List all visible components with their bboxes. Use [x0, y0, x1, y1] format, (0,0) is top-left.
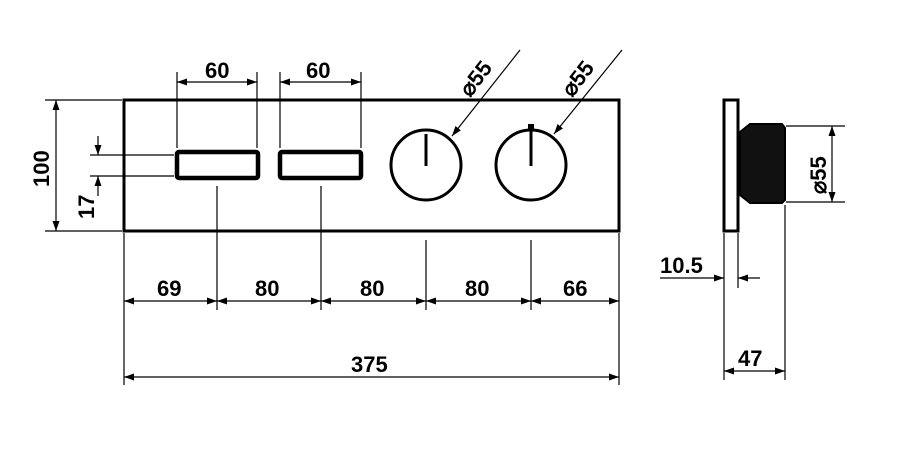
dim-label-overall-width: 375: [351, 352, 388, 377]
dim-label-knob-diameter-1: ⌀55: [454, 56, 497, 101]
dim-overall-depth: 47: [724, 205, 786, 380]
dim-label-spacing-1: 69: [157, 276, 181, 301]
front-view: 60 60 ⌀55 ⌀55 100: [29, 49, 623, 385]
dim-side-knob-diameter: ⌀55: [786, 125, 845, 203]
dim-label-button-height: 17: [74, 195, 99, 219]
side-knob: [739, 123, 786, 204]
dim-button-width-2: 60: [279, 58, 362, 148]
dim-knob-diameter-1: ⌀55: [451, 49, 521, 137]
front-plate: [122, 98, 621, 233]
knob-left: [389, 128, 463, 202]
dim-label-button-width-2: 60: [306, 58, 330, 83]
dim-button-height: 17: [74, 136, 174, 219]
dim-plate-thickness: 10.5: [660, 233, 760, 380]
dim-label-spacing-5: 66: [563, 276, 587, 301]
dim-label-knob-diameter-2: ⌀55: [556, 56, 599, 101]
button-left: [174, 149, 261, 181]
dim-button-width-1: 60: [176, 58, 258, 148]
dim-label-spacing-4: 80: [465, 276, 489, 301]
dim-label-side-knob-diameter: ⌀55: [806, 156, 831, 194]
side-view: ⌀55 10.5 47: [660, 98, 845, 380]
dim-label-spacing-2: 80: [255, 276, 279, 301]
dim-plate-height: 100: [29, 99, 122, 232]
dim-label-button-width-1: 60: [205, 58, 229, 83]
dim-overall-width: 375: [124, 352, 619, 381]
side-plate: [722, 98, 740, 233]
dim-label-spacing-3: 80: [360, 276, 384, 301]
knob-right: [494, 124, 568, 202]
dim-chain: 69 80 80 80 66: [123, 186, 620, 385]
button-right: [277, 149, 364, 181]
dim-label-plate-height: 100: [29, 150, 54, 187]
dim-label-plate-thickness: 10.5: [660, 253, 703, 278]
dim-label-overall-depth: 47: [738, 346, 762, 371]
dim-knob-diameter-2: ⌀55: [553, 49, 623, 135]
